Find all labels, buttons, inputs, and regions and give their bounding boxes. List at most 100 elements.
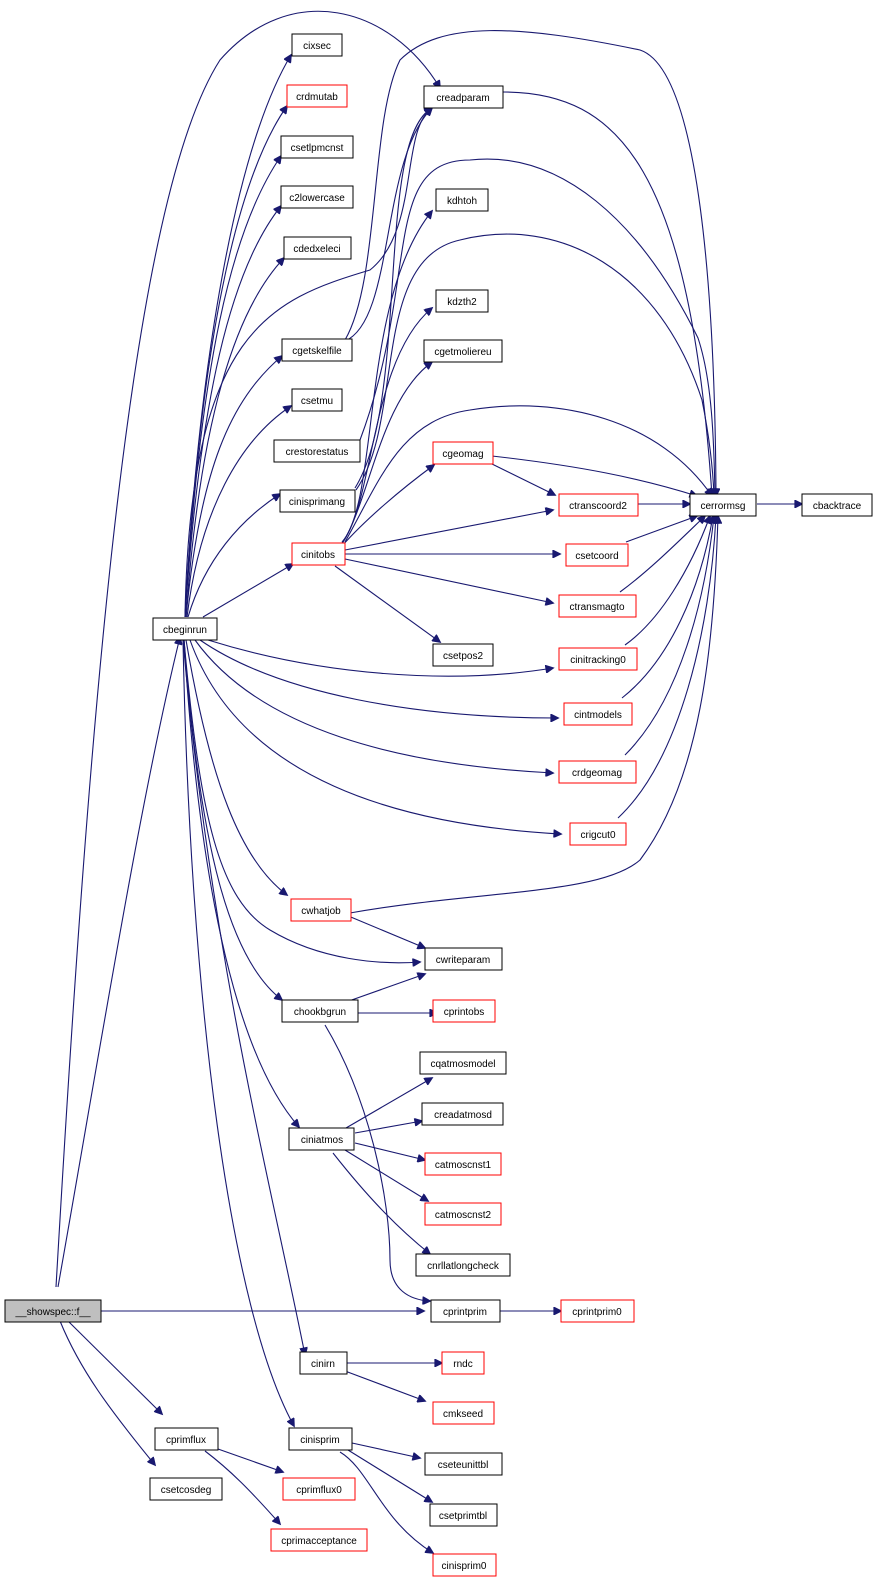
node-cinirn[interactable]: cinirn: [299, 1351, 348, 1375]
call-graph-nodes: __showspec::f__ cbeginrun cixsec crdmuta…: [4, 33, 873, 1577]
node-cprintprim[interactable]: cprintprim: [430, 1299, 501, 1323]
edge-cinitobs-ctranscoord2: [344, 510, 553, 551]
node-cprintobs[interactable]: cprintobs: [432, 999, 496, 1023]
node-cerrormsg[interactable]: cerrormsg: [689, 493, 757, 517]
node-csetpos2[interactable]: csetpos2: [432, 643, 494, 667]
node-catmoscnst2[interactable]: catmoscnst2: [424, 1202, 502, 1226]
node-label-cbeginrun: cbeginrun: [163, 625, 207, 636]
node-cbacktrace[interactable]: cbacktrace: [801, 493, 873, 517]
edge-crigcut0-cerrormsg: [617, 516, 716, 819]
node-cwriteparam[interactable]: cwriteparam: [424, 947, 503, 971]
node-label-crdmutab: crdmutab: [296, 92, 338, 103]
edge-cinirn-cmkseed: [344, 1370, 425, 1401]
node-label-csetmu: csetmu: [301, 396, 333, 407]
node-cgetmoliereu[interactable]: cgetmoliereu: [423, 339, 503, 363]
node-cgetskelfile[interactable]: cgetskelfile: [281, 338, 353, 362]
node-cwhatjob[interactable]: cwhatjob: [290, 898, 352, 922]
node-kdhtoh[interactable]: kdhtoh: [435, 188, 489, 212]
node-label-cinitracking0: cinitracking0: [570, 655, 626, 666]
edge-crdgeomag-cerrormsg: [624, 516, 714, 756]
node-cbeginrun[interactable]: cbeginrun: [152, 617, 218, 641]
node-crestorestatus[interactable]: crestorestatus: [273, 439, 361, 463]
node-csetlpmcnst[interactable]: csetlpmcnst: [280, 135, 354, 159]
node-label-cintmodels: cintmodels: [574, 710, 622, 721]
node-cprintprim0[interactable]: cprintprim0: [560, 1299, 635, 1323]
node-showspec[interactable]: __showspec::f__: [4, 1299, 102, 1323]
node-label-cinisprimang: cinisprimang: [289, 497, 345, 508]
edge-cinitobs-ctransmagto: [344, 558, 553, 603]
edge-cbeginrun-crdgeomag: [194, 639, 553, 773]
node-creadparam[interactable]: creadparam: [423, 85, 504, 109]
node-cprimacceptance[interactable]: cprimacceptance: [270, 1528, 368, 1552]
node-label-crdgeomag: crdgeomag: [572, 768, 622, 779]
edge-cinisprimang-cerrormsg: [355, 233, 714, 496]
edge-cbeginrun-cintmodels: [199, 639, 558, 718]
node-cinisprim[interactable]: cinisprim: [288, 1427, 353, 1451]
edge-chookbgrun-cwriteparam: [345, 974, 425, 1003]
node-label-cerrormsg: cerrormsg: [700, 501, 745, 512]
edge-cinitobs-cgeomag: [341, 465, 434, 547]
node-kdzth2[interactable]: kdzth2: [435, 289, 489, 313]
node-cixsec[interactable]: cixsec: [291, 33, 343, 57]
node-label-cprimflux0: cprimflux0: [296, 1485, 342, 1496]
node-label-ciniatmos: ciniatmos: [301, 1135, 343, 1146]
node-csetprimtbl[interactable]: csetprimtbl: [429, 1503, 498, 1527]
node-cinisprim0[interactable]: cinisprim0: [432, 1553, 497, 1577]
node-crigcut0[interactable]: crigcut0: [569, 822, 627, 846]
edge-ctransmagto-cerrormsg: [619, 516, 705, 593]
edge-cbeginrun-cwhatjob: [185, 639, 287, 895]
node-rndc[interactable]: rndc: [441, 1351, 485, 1375]
node-crdgeomag[interactable]: crdgeomag: [558, 760, 637, 784]
node-cmkseed[interactable]: cmkseed: [432, 1401, 495, 1425]
node-label-cixsec: cixsec: [303, 41, 331, 52]
node-c2lowercase[interactable]: c2lowercase: [280, 185, 354, 209]
edge-cinisprim-cinisprim0: [339, 1451, 433, 1553]
node-label-cinitobs: cinitobs: [301, 550, 335, 561]
node-cdedxeleci[interactable]: cdedxeleci: [283, 236, 352, 260]
node-label-cprimacceptance: cprimacceptance: [281, 1536, 357, 1547]
edge-cbeginrun-cinirn: [182, 639, 305, 1355]
node-crdmutab[interactable]: crdmutab: [286, 84, 348, 108]
node-csetcoord[interactable]: csetcoord: [565, 543, 629, 567]
node-label-catmoscnst2: catmoscnst2: [435, 1210, 492, 1221]
node-cnrllatlongcheck[interactable]: cnrllatlongcheck: [415, 1253, 511, 1277]
node-cprimflux[interactable]: cprimflux: [154, 1427, 219, 1451]
edge-showspec-cprimflux: [67, 1320, 162, 1414]
node-cinisprimang[interactable]: cinisprimang: [279, 489, 356, 513]
edge-cgeomag-cerrormsg: [491, 455, 697, 496]
node-label-cqatmosmodel: cqatmosmodel: [430, 1059, 495, 1070]
node-chookbgrun[interactable]: chookbgrun: [281, 999, 359, 1023]
node-label-showspec: __showspec::f__: [14, 1307, 90, 1318]
node-label-cgeomag: cgeomag: [442, 449, 483, 460]
node-label-cmkseed: cmkseed: [443, 1409, 483, 1420]
edge-creadparam-cerrormsg: [502, 91, 712, 496]
node-label-ctransmagto: ctransmagto: [569, 602, 624, 613]
node-label-cinirn: cinirn: [311, 1359, 335, 1370]
node-ciniatmos[interactable]: ciniatmos: [288, 1127, 355, 1151]
edge-cinisprim-csetprimtbl: [347, 1449, 432, 1502]
edge-cbeginrun-ciniatmos: [183, 639, 299, 1127]
node-label-c2lowercase: c2lowercase: [289, 193, 345, 204]
edge-cgeomag-ctranscoord2: [489, 462, 555, 495]
node-cprimflux0[interactable]: cprimflux0: [282, 1477, 356, 1501]
node-ctranscoord2[interactable]: ctranscoord2: [558, 493, 639, 517]
node-csetcosdeg[interactable]: csetcosdeg: [149, 1477, 223, 1501]
node-cseteunittbl[interactable]: cseteunittbl: [424, 1452, 503, 1476]
edge-ciniatmos-cqatmosmodel: [345, 1078, 432, 1129]
node-cqatmosmodel[interactable]: cqatmosmodel: [419, 1051, 507, 1075]
node-cgeomag[interactable]: cgeomag: [432, 441, 494, 465]
node-label-cprintprim0: cprintprim0: [572, 1307, 622, 1318]
node-label-csetlpmcnst: csetlpmcnst: [291, 143, 344, 154]
edge-csetcoord-cerrormsg: [625, 516, 697, 543]
call-edges: [55, 10, 802, 1553]
node-csetmu[interactable]: csetmu: [291, 388, 343, 412]
node-cinitobs[interactable]: cinitobs: [291, 542, 346, 566]
node-label-kdhtoh: kdhtoh: [447, 196, 477, 207]
node-cinitracking0[interactable]: cinitracking0: [558, 647, 638, 671]
node-catmoscnst1[interactable]: catmoscnst1: [424, 1152, 502, 1176]
node-ctransmagto[interactable]: ctransmagto: [558, 594, 637, 618]
edge-cbeginrun-cgetskelfile: [185, 356, 282, 618]
node-creadatmosd[interactable]: creadatmosd: [421, 1102, 504, 1126]
node-label-cwhatjob: cwhatjob: [301, 906, 341, 917]
node-cintmodels[interactable]: cintmodels: [563, 702, 633, 726]
